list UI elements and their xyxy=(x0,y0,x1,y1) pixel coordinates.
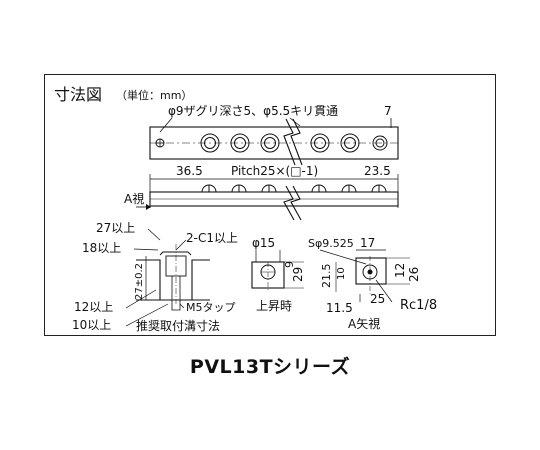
edge-dim-7: 7 xyxy=(384,104,392,118)
hole-note: φ9ザグリ深さ5、φ5.5キリ貫通 xyxy=(168,104,338,118)
end-dim-25: 25 xyxy=(370,292,385,306)
lift-dim-9: 9 xyxy=(283,261,296,268)
end-dim-10: 10 xyxy=(336,267,347,280)
unit-note: （単位：mm） xyxy=(116,88,192,102)
lift-dim-29: 29 xyxy=(291,267,305,282)
pitch-note: Pitch25×(□-1) xyxy=(231,164,318,178)
drawing-frame xyxy=(44,74,496,336)
groove-section: 27以上 18以上 2-C1以上 27±0.2 12以上 10以上 M5タップ … xyxy=(72,221,238,333)
end-dim-12: 12 xyxy=(393,263,407,278)
counterbore-holes xyxy=(200,133,388,153)
end-dim-21-5: 21.5 xyxy=(320,264,333,289)
drawing-title: 寸法図 xyxy=(54,85,102,104)
view-a-label: A視 xyxy=(124,191,144,206)
side-view: 36.5 Pitch25×(□-1) 23.5 A視 xyxy=(124,164,399,221)
end-view-caption: A矢視 xyxy=(348,316,380,331)
dim-27-min: 27以上 xyxy=(96,221,135,235)
lift-caption: 上昇時 xyxy=(256,299,292,313)
groove-caption: 推奨取付溝寸法 xyxy=(136,319,220,333)
top-view: φ9ザグリ深さ5、φ5.5キリ貫通 7 xyxy=(149,104,399,166)
end-dim-26: 26 xyxy=(407,267,421,282)
height-dim: 27±0.2 xyxy=(134,263,145,300)
chamfer-note: 2-C1以上 xyxy=(186,231,238,245)
dim-18-min: 18以上 xyxy=(82,241,121,255)
dim-10-min: 10以上 xyxy=(72,318,111,332)
right-offset: 23.5 xyxy=(364,164,391,178)
end-dim-17: 17 xyxy=(360,236,375,250)
lift-view: φ15 9 29 上昇時 xyxy=(251,236,305,313)
end-dim-11-5: 11.5 xyxy=(326,301,353,315)
series-name: PVL13Tシリーズ xyxy=(189,356,351,378)
left-offset: 36.5 xyxy=(176,164,203,178)
end-view: Sφ9.525 17 21.5 10 12 26 11.5 25 Rc1/8 A… xyxy=(308,236,437,331)
dim-12-min: 12以上 xyxy=(74,300,113,314)
port-thread: Rc1/8 xyxy=(400,298,437,313)
tap-note: M5タップ xyxy=(186,301,236,314)
lift-diameter: φ15 xyxy=(252,236,275,250)
ball-size: Sφ9.525 xyxy=(308,237,354,250)
